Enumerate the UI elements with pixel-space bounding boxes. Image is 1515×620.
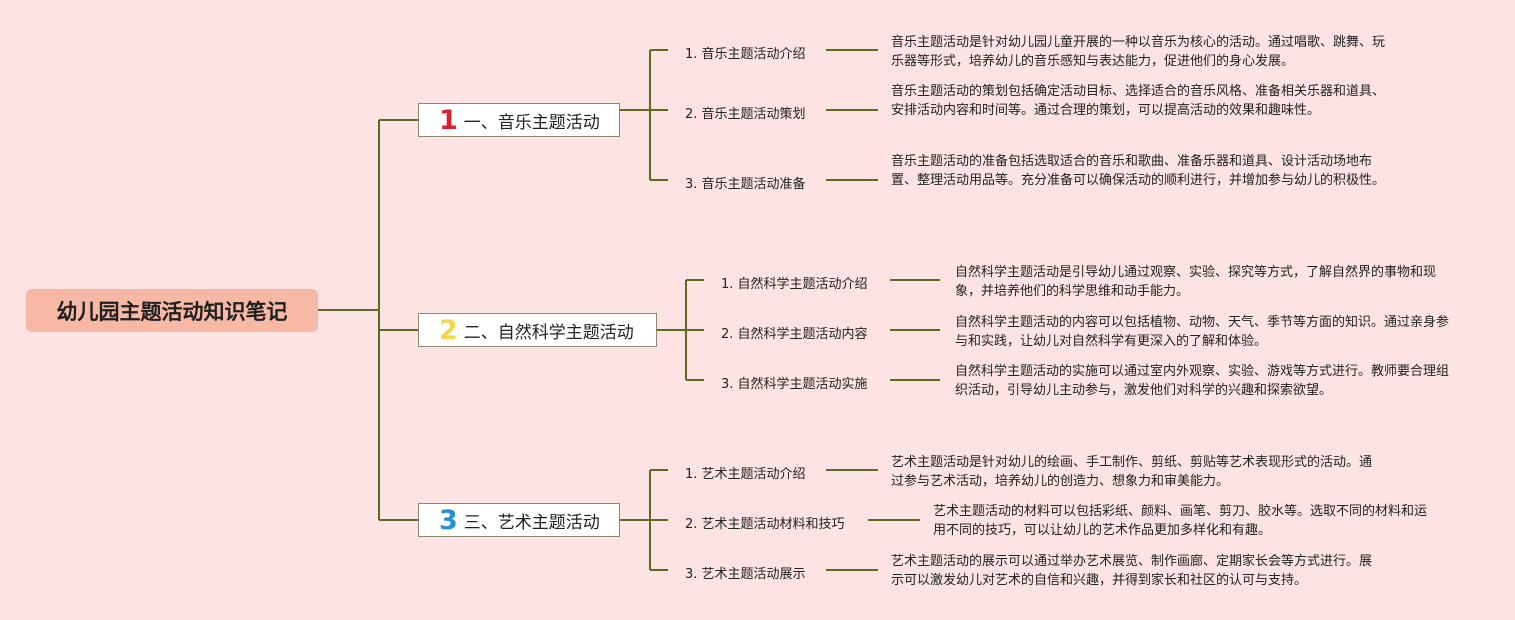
science-content-desc: 自然科学主题活动的内容可以包括植物、动物、天气、季节等方面的知识。通过亲身参与和… bbox=[955, 315, 1450, 349]
number-2-icon: 2 bbox=[439, 314, 458, 346]
science-intro-desc: 自然科学主题活动是引导幼儿通过观察、实验、探究等方式，了解自然界的事物和现象，并… bbox=[955, 265, 1437, 299]
number-3-icon: 3 bbox=[439, 504, 458, 536]
branch-art[interactable]: 3 三、艺术主题活动 bbox=[418, 503, 620, 537]
music-prep-label[interactable]: 3. 音乐主题活动准备 bbox=[685, 177, 806, 192]
branch-art-label: 三、艺术主题活动 bbox=[463, 512, 600, 533]
music-plan-desc: 音乐主题活动的策划包括确定活动目标、选择适合的音乐风格、准备相关乐器和道具、安排… bbox=[891, 84, 1386, 118]
art-intro-label[interactable]: 1. 艺术主题活动介绍 bbox=[685, 467, 806, 482]
number-1-icon: 1 bbox=[439, 104, 458, 136]
science-intro-label[interactable]: 1. 自然科学主题活动介绍 bbox=[721, 277, 868, 292]
branch-music[interactable]: 1 一、音乐主题活动 bbox=[418, 103, 620, 137]
music-intro-desc: 音乐主题活动是针对幼儿园儿童开展的一种以音乐为核心的活动。通过唱歌、跳舞、玩乐器… bbox=[891, 35, 1386, 69]
branch-music-label: 一、音乐主题活动 bbox=[463, 112, 600, 133]
science-impl-label[interactable]: 3. 自然科学主题活动实施 bbox=[721, 377, 868, 392]
music-prep-desc: 音乐主题活动的准备包括选取适合的音乐和歌曲、准备乐器和道具、设计活动场地布置、整… bbox=[891, 154, 1386, 188]
art-show-label[interactable]: 3. 艺术主题活动展示 bbox=[685, 567, 806, 582]
art-materials-desc: 艺术主题活动的材料可以包括彩纸、颜料、画笔、剪刀、胶水等。选取不同的材料和运用不… bbox=[933, 504, 1428, 538]
science-impl-desc: 自然科学主题活动的实施可以通过室内外观察、实验、游戏等方式进行。教师要合理组织活… bbox=[955, 364, 1450, 398]
root-node[interactable]: 幼儿园主题活动知识笔记 bbox=[26, 289, 318, 332]
art-materials-label[interactable]: 2. 艺术主题活动材料和技巧 bbox=[685, 517, 845, 532]
music-plan-label[interactable]: 2. 音乐主题活动策划 bbox=[685, 107, 806, 122]
branch-science-label: 二、自然科学主题活动 bbox=[463, 322, 634, 343]
art-intro-desc: 艺术主题活动是针对幼儿的绘画、手工制作、剪纸、剪贴等艺术表现形式的活动。通过参与… bbox=[891, 455, 1373, 489]
music-intro-label[interactable]: 1. 音乐主题活动介绍 bbox=[685, 47, 806, 62]
branch-science[interactable]: 2 二、自然科学主题活动 bbox=[418, 313, 657, 347]
art-show-desc: 艺术主题活动的展示可以通过举办艺术展览、制作画廊、定期家长会等方式进行。展示可以… bbox=[891, 554, 1373, 588]
science-content-label[interactable]: 2. 自然科学主题活动内容 bbox=[721, 327, 868, 342]
